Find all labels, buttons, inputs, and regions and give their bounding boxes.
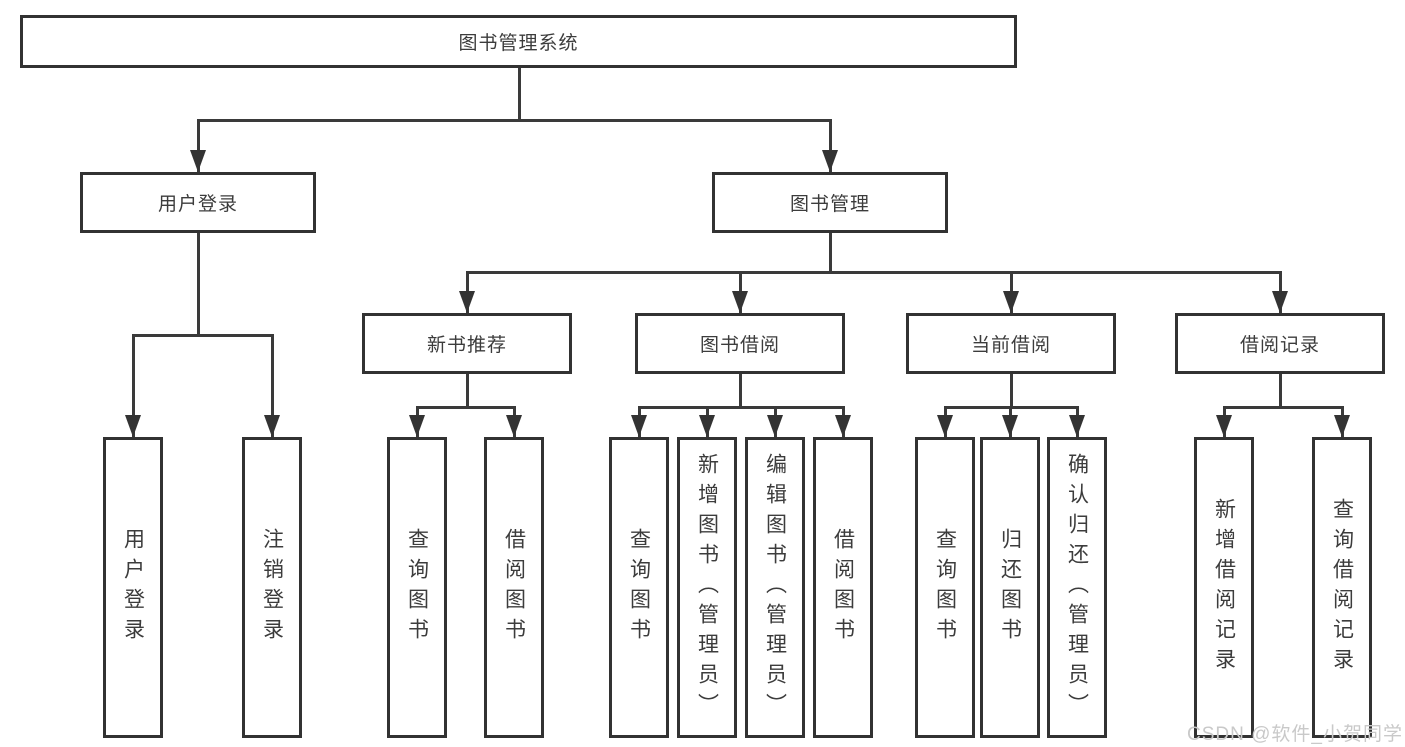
- connector-hline: [196, 118, 832, 122]
- leaf-record-query: 查询借阅记录: [1312, 437, 1372, 738]
- connector-vline: [270, 335, 274, 437]
- leaf-newbook-borrow-label: 借阅图书: [502, 527, 526, 648]
- leaf-borrow-edit: 编辑图书（管理员）: [745, 437, 805, 738]
- leaf-borrow-query: 查询图书: [609, 437, 669, 738]
- arrowhead-down-icon: [1002, 415, 1018, 437]
- connector-vline: [738, 374, 742, 407]
- leaf-user-login: 用户登录: [103, 437, 163, 738]
- arrowhead-down-icon: [1272, 291, 1288, 313]
- arrowhead-down-icon: [937, 415, 953, 437]
- node-borrow-record-label: 借阅记录: [1239, 335, 1320, 356]
- connector-vline: [1009, 374, 1013, 407]
- connector-vline: [1278, 374, 1282, 407]
- leaf-newbook-query: 查询图书: [387, 437, 447, 738]
- arrowhead-down-icon: [409, 415, 425, 437]
- leaf-newbook-borrow: 借阅图书: [484, 437, 544, 738]
- arrowhead-down-icon: [835, 415, 851, 437]
- arrowhead-down-icon: [190, 150, 206, 172]
- connector-hline: [943, 405, 1079, 409]
- arrowhead-down-icon: [459, 291, 475, 313]
- node-root-label: 图书管理系统: [458, 33, 579, 54]
- arrowhead-down-icon: [264, 415, 280, 437]
- leaf-current-return: 归还图书: [980, 437, 1040, 738]
- leaf-borrow-add-label: 新增图书（管理员）: [695, 452, 719, 723]
- leaf-current-confirm: 确认归还（管理员）: [1047, 437, 1107, 738]
- connector-vline: [131, 335, 135, 437]
- watermark-text: CSDN @软件_小贺同学: [1187, 724, 1403, 745]
- arrowhead-down-icon: [1216, 415, 1232, 437]
- node-current-borrow-label: 当前借阅: [970, 335, 1051, 356]
- connector-vline: [828, 120, 832, 172]
- node-book-borrow: 图书借阅: [635, 313, 845, 374]
- leaf-logout: 注销登录: [242, 437, 302, 738]
- connector-hline: [465, 270, 1282, 274]
- arrowhead-down-icon: [767, 415, 783, 437]
- leaf-logout-label: 注销登录: [260, 527, 284, 648]
- node-new-book-recommend: 新书推荐: [362, 313, 572, 374]
- connector-vline: [517, 68, 521, 120]
- arrowhead-down-icon: [631, 415, 647, 437]
- node-book-management-label: 图书管理: [789, 194, 870, 215]
- connector-hline: [131, 333, 274, 337]
- connector-vline: [196, 233, 200, 335]
- arrowhead-down-icon: [699, 415, 715, 437]
- connector-vline: [465, 374, 469, 407]
- node-book-borrow-label: 图书借阅: [699, 335, 780, 356]
- arrowhead-down-icon: [506, 415, 522, 437]
- leaf-borrow-borrow-label: 借阅图书: [831, 527, 855, 648]
- node-root: 图书管理系统: [20, 15, 1017, 68]
- leaf-record-query-label: 查询借阅记录: [1330, 497, 1354, 678]
- leaf-borrow-borrow: 借阅图书: [813, 437, 873, 738]
- leaf-borrow-add: 新增图书（管理员）: [677, 437, 737, 738]
- leaf-record-add: 新增借阅记录: [1194, 437, 1254, 738]
- node-book-management: 图书管理: [712, 172, 948, 233]
- arrowhead-down-icon: [732, 291, 748, 313]
- arrowhead-down-icon: [1334, 415, 1350, 437]
- connector-hline: [415, 405, 516, 409]
- leaf-borrow-edit-label: 编辑图书（管理员）: [763, 452, 787, 723]
- connector-vline: [196, 120, 200, 172]
- node-new-book-recommend-label: 新书推荐: [426, 335, 507, 356]
- node-user-login-label: 用户登录: [157, 194, 238, 215]
- connector-hline: [1222, 405, 1344, 409]
- leaf-user-login-label: 用户登录: [121, 527, 145, 648]
- arrowhead-down-icon: [1069, 415, 1085, 437]
- leaf-record-add-label: 新增借阅记录: [1212, 497, 1236, 678]
- leaf-current-confirm-label: 确认归还（管理员）: [1065, 452, 1089, 723]
- node-current-borrow: 当前借阅: [906, 313, 1116, 374]
- node-user-login: 用户登录: [80, 172, 316, 233]
- arrowhead-down-icon: [1003, 291, 1019, 313]
- arrowhead-down-icon: [125, 415, 141, 437]
- connector-hline: [637, 405, 845, 409]
- node-borrow-record: 借阅记录: [1175, 313, 1385, 374]
- leaf-borrow-query-label: 查询图书: [627, 527, 651, 648]
- leaf-current-query: 查询图书: [915, 437, 975, 738]
- arrowhead-down-icon: [822, 150, 838, 172]
- leaf-current-query-label: 查询图书: [933, 527, 957, 648]
- connector-vline: [828, 233, 832, 272]
- leaf-newbook-query-label: 查询图书: [405, 527, 429, 648]
- leaf-current-return-label: 归还图书: [998, 527, 1022, 648]
